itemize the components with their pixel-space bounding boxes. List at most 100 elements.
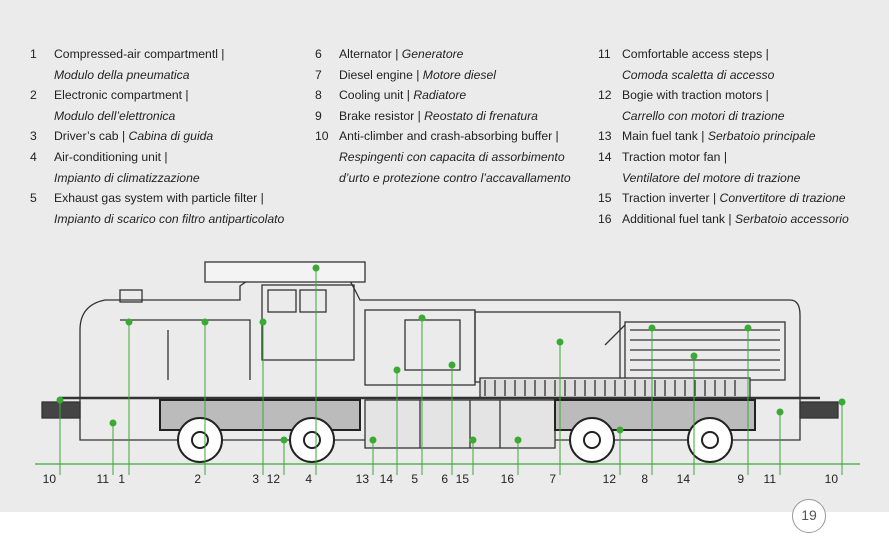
legend-number: 3 — [30, 129, 37, 144]
legend-item: 14 Traction motor fan | Ventilatore del mo… — [598, 147, 849, 188]
callout-number: 13 — [355, 472, 369, 486]
legend-number: 12 — [598, 88, 612, 103]
legend-label-en: Exhaust gas system with particle filter … — [54, 191, 264, 206]
callout-number: 8 — [641, 472, 648, 486]
leader-dot — [469, 436, 477, 444]
legend-label-it: Cabina di guida — [128, 129, 214, 144]
leader-dot — [56, 396, 64, 404]
callout-number: 12 — [602, 472, 616, 486]
legend-item: 15 Traction inverter | Convertitore di tr… — [598, 188, 849, 209]
legend-number: 4 — [30, 149, 37, 164]
legend-item: 5 Exhaust gas system with particle filter… — [30, 188, 284, 229]
legend-label-it: Radiatore — [413, 88, 467, 103]
leader-dot — [556, 338, 564, 346]
legend-item: 4 Air-conditioning unit | Impianto di clim… — [30, 147, 284, 188]
legend-label-en: Traction motor fan | — [622, 149, 727, 164]
callout-number: 14 — [379, 472, 393, 486]
callout-number: 10 — [824, 472, 838, 486]
legend-number: 7 — [315, 67, 322, 82]
legend-number: 5 — [30, 191, 37, 206]
legend-label-en: Air-conditioning unit | — [54, 149, 168, 164]
leader-dot — [776, 408, 784, 416]
legend-label-en: Comfortable access steps | — [622, 47, 769, 61]
legend-label-it: Respingenti con capacita di assorbimento… — [339, 149, 571, 185]
leader-dot — [514, 436, 522, 444]
leader-dot — [744, 324, 752, 332]
callout-number: 12 — [266, 472, 280, 486]
leader-dot — [125, 318, 133, 326]
leader-dot — [280, 436, 288, 444]
legend-label-en: Traction inverter | — [622, 191, 717, 206]
legend-label-en: Cooling unit | — [339, 88, 410, 103]
legend-number: 6 — [315, 47, 322, 61]
legend-label-it: Serbatoio accessorio — [734, 211, 849, 226]
legend-number: 14 — [598, 149, 612, 164]
leader-dot — [393, 366, 401, 374]
legend-label-it: Modulo della pneumatica — [54, 67, 190, 82]
legend-item: 3 Driver’s cab | Cabina di guida — [30, 126, 284, 147]
legend-number: 2 — [30, 88, 37, 103]
legend-column-3: 11 Comfortable access steps | Comoda scale… — [598, 44, 849, 229]
legend-number: 10 — [315, 129, 329, 144]
legend-label-it: Convertitore di trazione — [719, 191, 846, 206]
leader-dot — [201, 318, 209, 326]
leader-dot — [369, 436, 377, 444]
legend-label-en: Driver’s cab | — [54, 129, 126, 144]
legend-label-it: Reostato di frenatura — [424, 108, 538, 123]
legend-label-en: Additional fuel tank | — [622, 211, 732, 226]
leader-dot — [259, 318, 267, 326]
leader-dot — [109, 419, 117, 427]
legend-number: 9 — [315, 108, 322, 123]
leader-dot — [690, 352, 698, 360]
callout-number: 10 — [42, 472, 56, 486]
leader-dot — [616, 426, 624, 434]
legend-item: 12 Bogie with traction motors | Carrello c… — [598, 85, 849, 126]
legend-item: 6 Alternator | Generatore — [315, 44, 589, 65]
callout-number: 5 — [411, 472, 418, 486]
callout-number: 6 — [441, 472, 448, 486]
leader-dot — [448, 361, 456, 369]
callout-number: 1 — [118, 472, 125, 486]
legend-label-en: Bogie with traction motors | — [622, 88, 769, 103]
callout-number: 11 — [763, 472, 776, 486]
legend-item: 8 Cooling unit | Radiatore — [315, 85, 589, 106]
legend-label-it: Impianto di climatizzazione — [54, 170, 200, 185]
page-number: 19 — [792, 499, 826, 533]
legend-label-en: Main fuel tank | — [622, 129, 705, 144]
legend-label-it: Motore diesel — [422, 67, 496, 82]
legend-label-en: Electronic compartment | — [54, 88, 189, 103]
legend-label-it: Carrello con motori di trazione — [622, 108, 785, 123]
legend-label-it: Ventilatore del motore di trazione — [622, 170, 801, 185]
legend-number: 16 — [598, 211, 612, 226]
legend-label-it: Serbatoio principale — [707, 129, 816, 144]
callout-number: 16 — [500, 472, 514, 486]
leader-dot — [838, 398, 846, 406]
callout-number: 11 — [96, 472, 109, 486]
locomotive-diagram — [35, 261, 860, 475]
leader-dot — [312, 264, 320, 272]
legend-label-en: Anti-climber and crash-absorbing buffer … — [339, 129, 559, 144]
callout-number: 9 — [737, 472, 744, 486]
callout-number: 4 — [305, 472, 312, 486]
callout-number: 15 — [455, 472, 469, 486]
legend-label-en: Compressed-air compartmentl | — [54, 47, 225, 61]
legend-label-it: Comoda scaletta di accesso — [622, 67, 775, 82]
legend-number: 11 — [598, 47, 611, 61]
leader-dot — [418, 314, 426, 322]
legend-number: 8 — [315, 88, 322, 103]
legend-item: 11 Comfortable access steps | Comoda scale… — [598, 44, 849, 85]
legend-label-it: Impianto di scarico con filtro antiparti… — [54, 211, 285, 226]
legend-label-en: Alternator | — [339, 47, 399, 61]
callout-number: 14 — [676, 472, 690, 486]
bogies — [159, 399, 756, 463]
page: 1 Compressed-air compartmentl | Modulo del… — [0, 0, 889, 512]
legend-label-it: Generatore — [401, 47, 464, 61]
legend-number: 15 — [598, 191, 612, 206]
legend-item: 10 Anti-climber and crash-absorbing buffe… — [315, 126, 589, 188]
